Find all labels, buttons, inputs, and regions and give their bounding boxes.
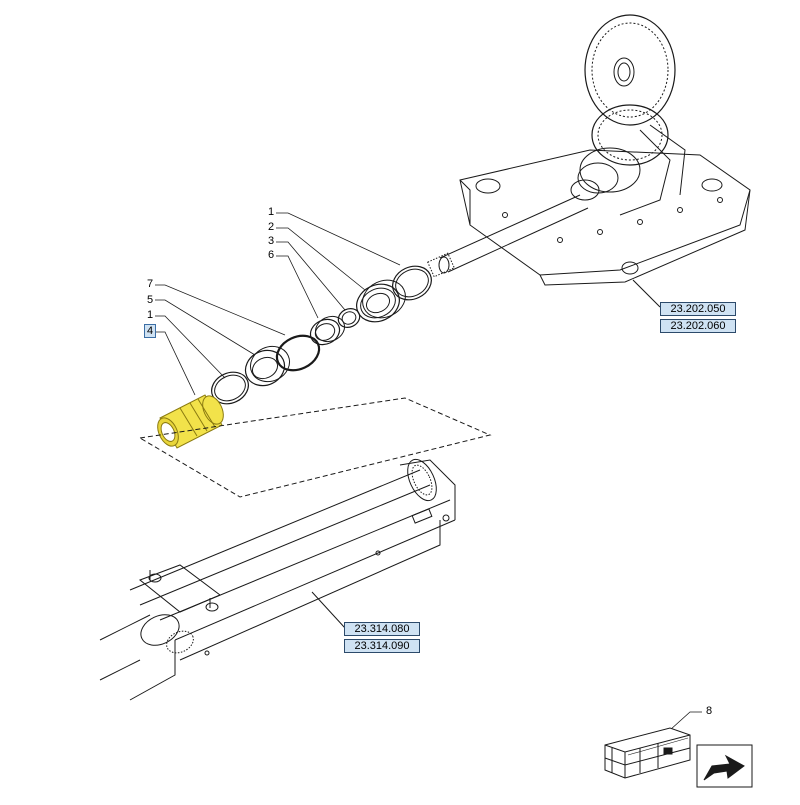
crate-icon [604, 727, 691, 779]
callout-8: 8 [706, 705, 713, 717]
part-snap-ring-top [392, 265, 432, 301]
ref-link-23-314-090[interactable]: 23.314.090 [344, 639, 420, 653]
leader-gearbox [632, 279, 661, 308]
part-coupling-sleeve [157, 394, 224, 449]
axle-housing [99, 458, 456, 701]
callout-1-top: 1 [268, 206, 275, 218]
callout-1-left: 1 [147, 309, 154, 321]
callout-6: 6 [268, 249, 275, 261]
callout-5: 5 [147, 294, 154, 306]
part-ring-small [337, 308, 361, 328]
gearbox-housing [427, 14, 751, 286]
callout-7: 7 [147, 278, 154, 290]
part-bearing [356, 279, 406, 323]
callout-leaders [155, 212, 702, 731]
leader-axle [311, 591, 346, 629]
callout-2: 2 [268, 221, 275, 233]
part-snap-ring-left [211, 371, 249, 405]
ref-link-23-202-050[interactable]: 23.202.050 [660, 302, 736, 316]
part-washer [244, 349, 286, 387]
callout-3: 3 [268, 235, 275, 247]
ref-link-23-314-080[interactable]: 23.314.080 [344, 622, 420, 636]
callout-4-selected[interactable]: 4 [143, 324, 157, 338]
ref-link-23-202-060[interactable]: 23.202.060 [660, 319, 736, 333]
assembly-outline [138, 397, 492, 498]
part-o-ring [275, 334, 321, 372]
arrow-icon [696, 744, 753, 788]
